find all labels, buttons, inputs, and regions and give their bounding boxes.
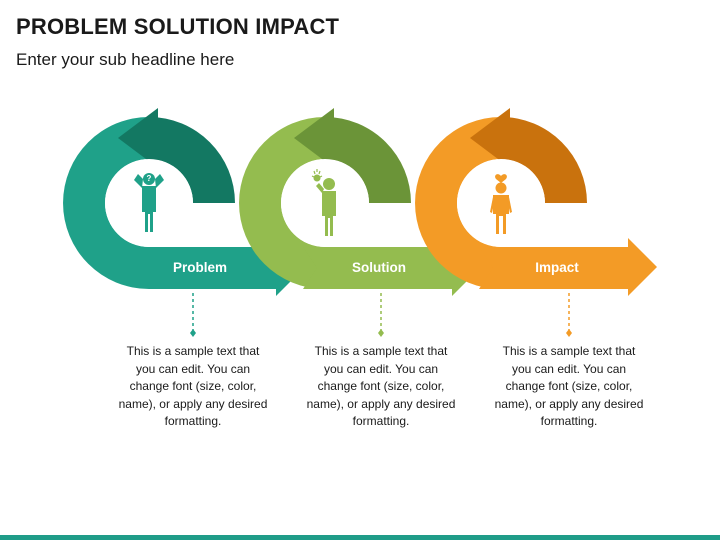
cycle-arrowhead bbox=[470, 108, 510, 168]
step-description-solution: This is a sample text that you can edit.… bbox=[306, 344, 456, 428]
step-label-impact: Impact bbox=[535, 260, 579, 275]
cycle-ring-dark bbox=[149, 117, 235, 203]
cycle-ring-light bbox=[239, 117, 325, 289]
connector-diamond bbox=[190, 329, 196, 337]
step-label-solution: Solution bbox=[352, 260, 406, 275]
page-subtitle: Enter your sub headline here bbox=[16, 50, 235, 69]
step-description-impact: This is a sample text that you can edit.… bbox=[494, 344, 644, 428]
cycle-arrowhead bbox=[294, 108, 334, 168]
footer-accent-bar bbox=[0, 535, 720, 540]
step-label-problem: Problem bbox=[173, 260, 227, 275]
connector-diamond bbox=[378, 329, 384, 337]
cycle-ring-dark bbox=[325, 117, 411, 203]
page-title: PROBLEM SOLUTION IMPACT bbox=[16, 14, 340, 39]
connector-diamond bbox=[566, 329, 572, 337]
step-description-problem: This is a sample text that you can edit.… bbox=[118, 344, 268, 428]
step-arrow bbox=[479, 238, 657, 296]
heart-person-icon bbox=[490, 174, 512, 234]
confused-person-icon: ? bbox=[134, 173, 164, 232]
idea-person-icon bbox=[311, 169, 336, 236]
step-impact: Impact bbox=[415, 108, 657, 337]
svg-text:?: ? bbox=[147, 174, 152, 183]
cycle-ring-light bbox=[415, 117, 501, 289]
cycle-arrowhead bbox=[118, 108, 158, 168]
step-problem: ? Problem bbox=[63, 108, 305, 337]
cycle-ring-dark bbox=[501, 117, 587, 203]
cycle-ring-light bbox=[63, 117, 149, 289]
